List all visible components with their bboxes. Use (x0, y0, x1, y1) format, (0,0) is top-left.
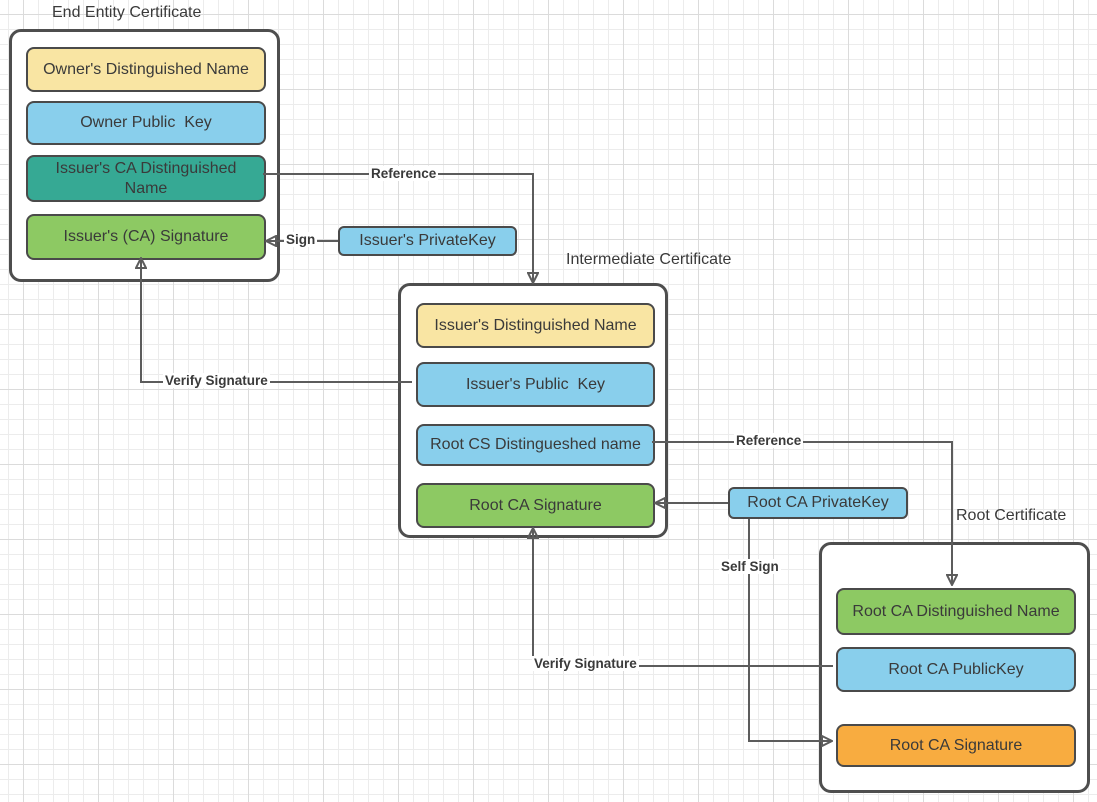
field-root-cs-distingueshed-name[interactable]: Root CS Distingueshed name (416, 424, 655, 466)
end-entity-certificate-group[interactable]: Owner's Distinguished Name Owner Public … (9, 29, 280, 282)
verify-signature-label-bottom: Verify Signature (532, 656, 639, 671)
issuers-private-key-box[interactable]: Issuer's PrivateKey (338, 226, 517, 256)
root-ca-private-key-box[interactable]: Root CA PrivateKey (728, 487, 908, 519)
reference-label-top: Reference (369, 166, 439, 181)
field-issuers-public-key[interactable]: Issuer's Public Key (416, 362, 655, 407)
connector-verify-signature-root-to-intermediate (533, 528, 833, 667)
root-certificate-group[interactable]: Root CA Distinguished Name Root CA Publi… (819, 542, 1090, 793)
end-entity-certificate-title: End Entity Certificate (52, 4, 202, 21)
field-root-ca-public-key[interactable]: Root CA PublicKey (836, 647, 1076, 692)
field-owners-distinguished-name[interactable]: Owner's Distinguished Name (26, 47, 266, 92)
field-root-ca-signature-root[interactable]: Root CA Signature (836, 724, 1076, 767)
field-issuers-ca-signature[interactable]: Issuer's (CA) Signature (26, 214, 266, 260)
field-root-ca-distinguished-name[interactable]: Root CA Distinguished Name (836, 588, 1076, 635)
field-issuers-ca-distinguished-name[interactable]: Issuer's CA Distinguished Name (26, 155, 266, 202)
root-certificate-title: Root Certificate (956, 507, 1067, 524)
field-issuers-distinguished-name[interactable]: Issuer's Distinguished Name (416, 303, 655, 348)
field-owner-public-key[interactable]: Owner Public Key (26, 101, 266, 145)
sign-label: Sign (284, 232, 318, 247)
verify-signature-label-left: Verify Signature (163, 373, 270, 388)
field-root-ca-signature-intermediate[interactable]: Root CA Signature (416, 483, 655, 528)
self-sign-label: Self Sign (719, 559, 781, 574)
intermediate-certificate-group[interactable]: Issuer's Distinguished Name Issuer's Pub… (398, 283, 668, 538)
reference-label-right: Reference (734, 433, 804, 448)
intermediate-certificate-title: Intermediate Certificate (566, 251, 732, 268)
